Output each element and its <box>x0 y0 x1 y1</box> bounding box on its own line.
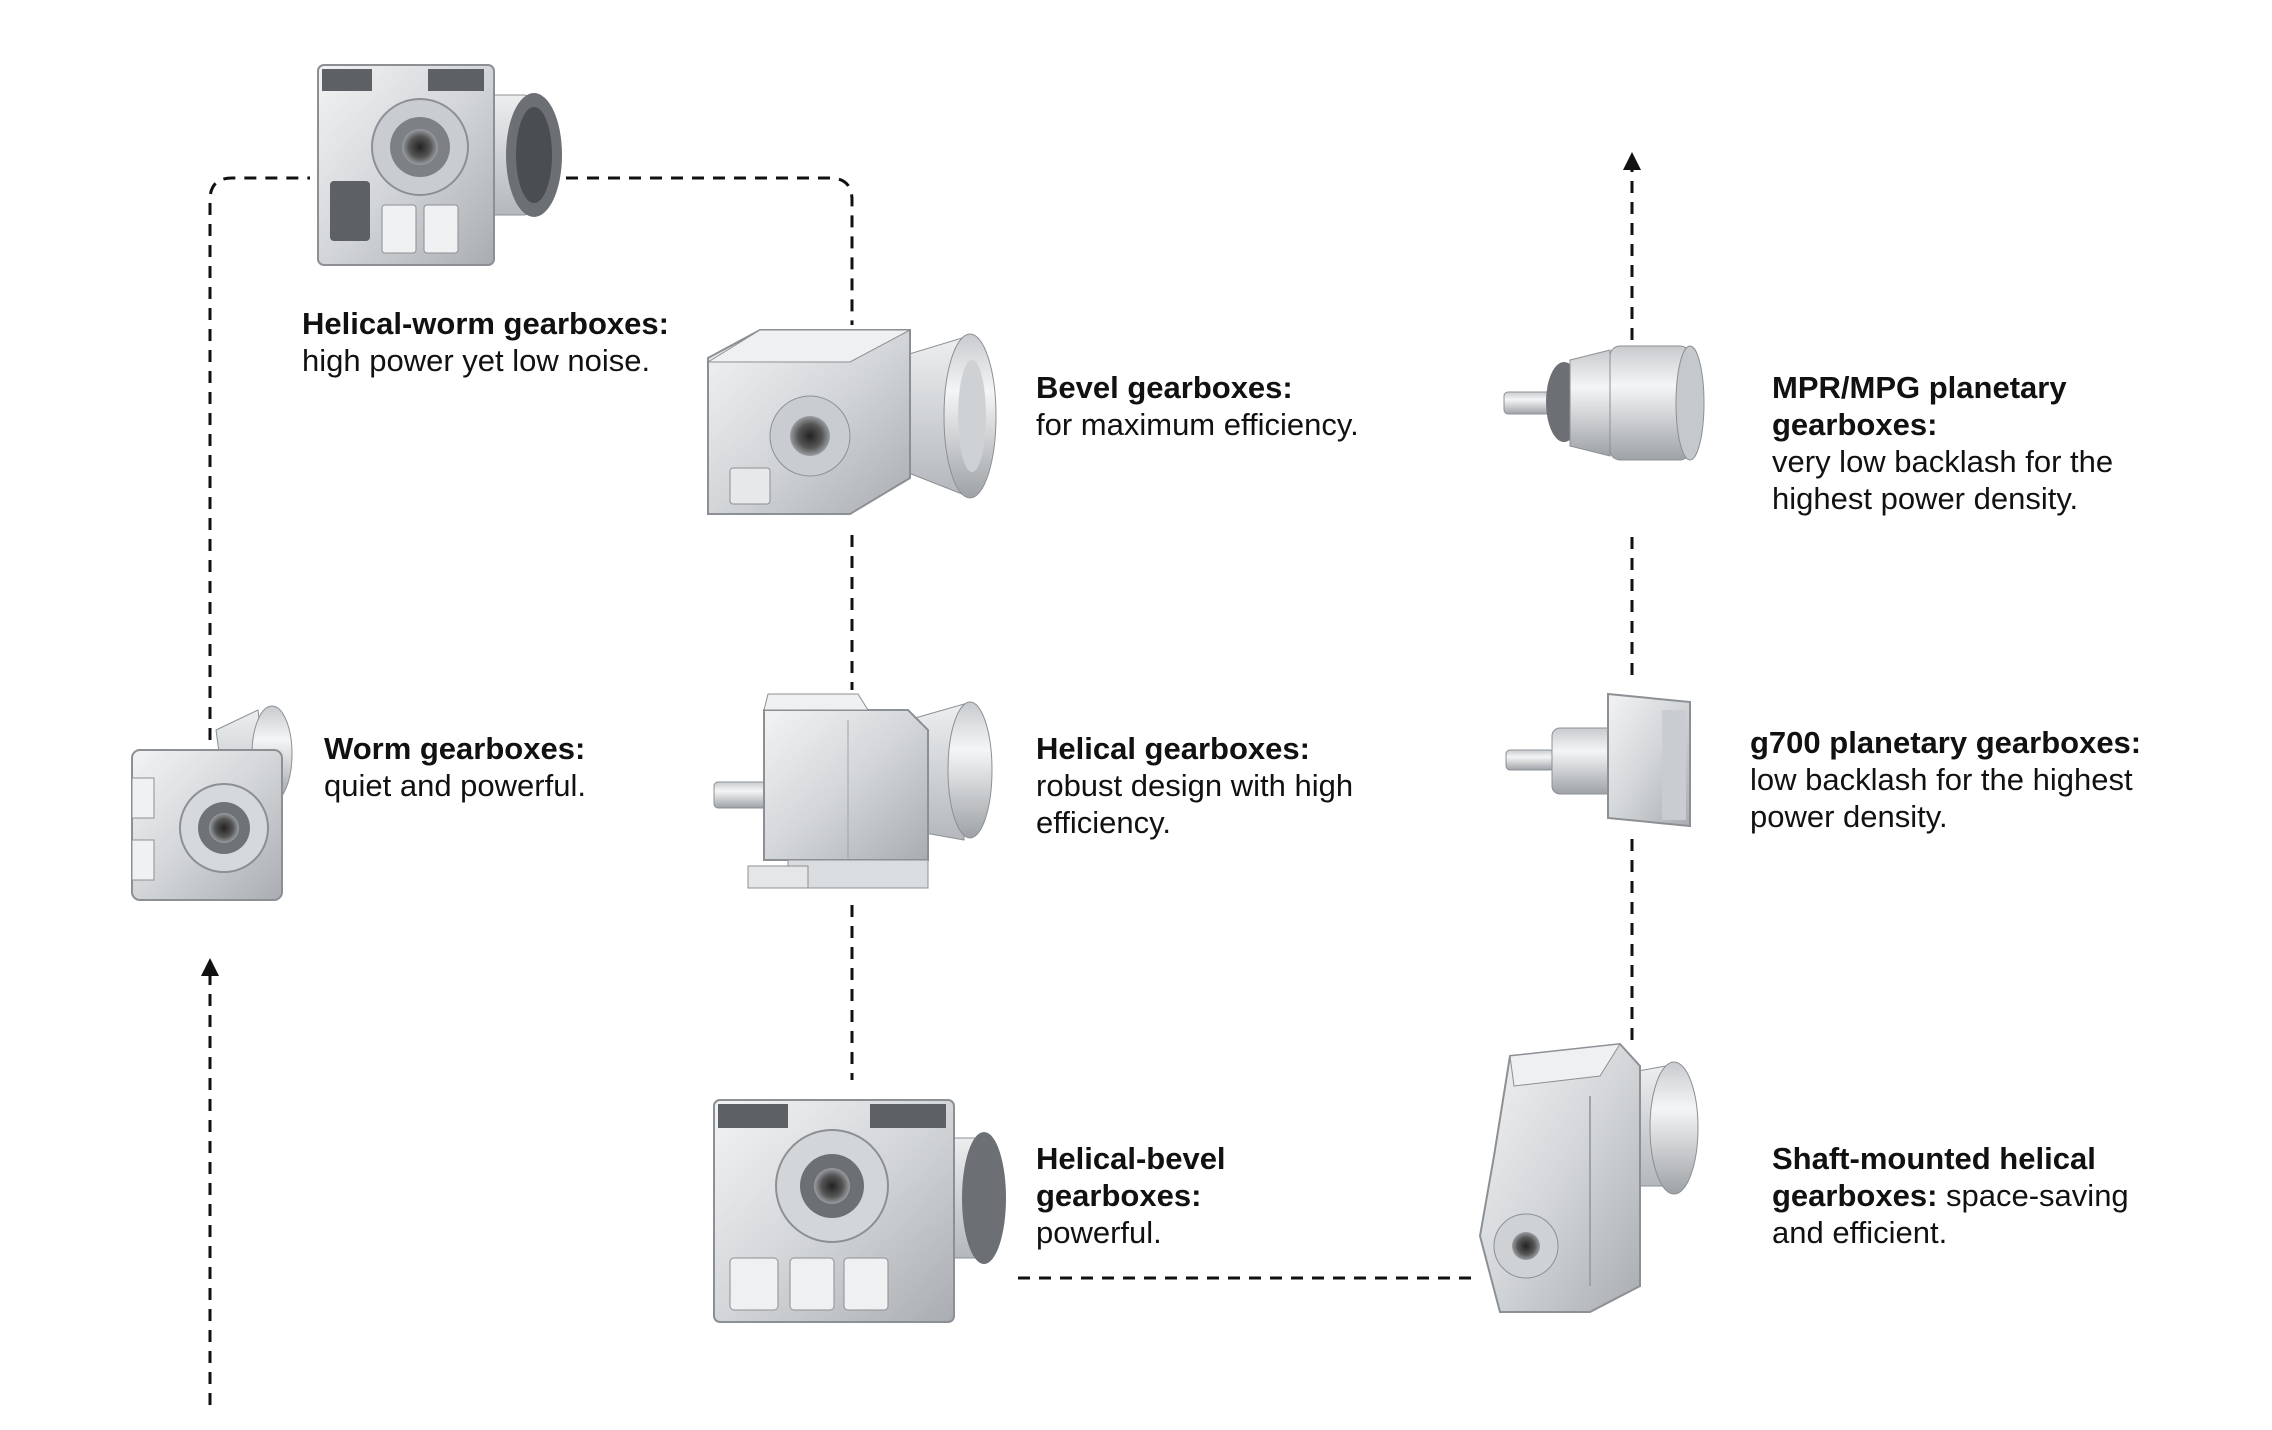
helical-gearbox-image <box>708 690 1004 900</box>
g700-planetary-gearbox-image <box>1502 688 1702 833</box>
g700-label: g700 planetary gearboxes: low backlash f… <box>1750 724 2190 835</box>
helical-label: Helical gearboxes: robust design with hi… <box>1036 730 1396 841</box>
helical-bevel-desc: powerful. <box>1036 1215 1162 1250</box>
shaft-mounted-label: Shaft-mounted helical gearboxes: space-s… <box>1772 1140 2172 1251</box>
shaft-mounted-desc: space-saving and efficient. <box>1772 1178 2129 1250</box>
helical-bevel-gearbox-image <box>710 1088 1010 1328</box>
arrow-head-right <box>1623 152 1641 170</box>
mpr-mpg-label: MPR/MPG planetary gearboxes: very low ba… <box>1772 369 2162 517</box>
worm-title: Worm gearboxes: <box>324 731 586 766</box>
bevel-desc: for maximum efficiency. <box>1036 407 1359 442</box>
helical-title: Helical gearboxes: <box>1036 731 1310 766</box>
helical-worm-label: Helical-worm gearboxes: high power yet l… <box>302 305 722 379</box>
helical-worm-gearbox-image <box>312 55 570 273</box>
helical-worm-desc: high power yet low noise. <box>302 343 651 378</box>
bevel-title: Bevel gearboxes: <box>1036 370 1293 405</box>
connector-worm-to-helical-worm <box>208 176 310 740</box>
mpr-mpg-planetary-gearbox-image <box>1500 340 1710 465</box>
mpr-mpg-desc: very low backlash for the highest power … <box>1772 444 2114 516</box>
worm-gearbox-image <box>128 690 308 908</box>
helical-worm-title: Helical-worm gearboxes: <box>302 306 669 341</box>
mpr-mpg-title: MPR/MPG planetary gearboxes: <box>1772 370 2067 442</box>
connector-helical-worm-to-bevel <box>566 176 854 325</box>
arrow-head-left <box>201 958 219 976</box>
bevel-label: Bevel gearboxes: for maximum efficiency. <box>1036 369 1456 443</box>
worm-desc: quiet and powerful. <box>324 768 586 803</box>
shaft-mounted-title: Shaft-mounted helical gearboxes: <box>1772 1141 2096 1213</box>
g700-desc: low backlash for the highest power densi… <box>1750 762 2133 834</box>
bevel-gearbox-image <box>700 318 1010 518</box>
g700-title: g700 planetary gearboxes: <box>1750 725 2142 760</box>
helical-desc: robust design with high efficiency. <box>1036 768 1354 840</box>
worm-label: Worm gearboxes: quiet and powerful. <box>324 730 684 804</box>
helical-bevel-label: Helical-bevel gearboxes: powerful. <box>1036 1140 1336 1251</box>
helical-bevel-title: Helical-bevel gearboxes: <box>1036 1141 1226 1213</box>
shaft-mounted-helical-gearbox-image <box>1470 1036 1720 1316</box>
